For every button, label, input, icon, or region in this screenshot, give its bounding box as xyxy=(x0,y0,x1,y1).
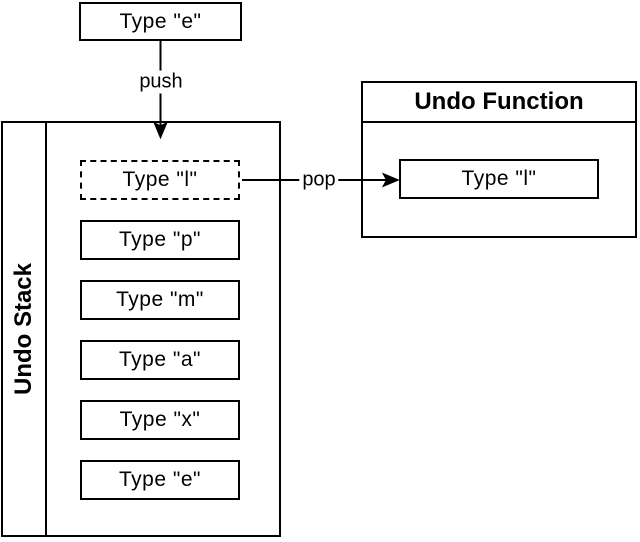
stack-item-label: Type "p" xyxy=(119,228,201,251)
undo-function-item: Type "l" xyxy=(399,159,599,199)
stack-item: Type "x" xyxy=(80,400,240,440)
stack-item-label: Type "a" xyxy=(119,348,201,371)
stack-item-label: Type "e" xyxy=(119,468,201,491)
undo-stack-title: Undo Stack xyxy=(10,262,37,396)
undo-stack-title-strip: Undo Stack xyxy=(3,123,47,535)
stack-item-label: Type "m" xyxy=(116,288,204,311)
stack-item: Type "a" xyxy=(80,340,240,380)
stack-item-top: Type "l" xyxy=(80,160,240,200)
undo-function-title: Undo Function xyxy=(363,83,635,123)
push-label: push xyxy=(136,70,186,94)
stack-item: Type "p" xyxy=(80,220,240,260)
undo-function-item-label: Type "l" xyxy=(461,167,537,190)
pop-label: pop xyxy=(299,168,339,192)
stack-item-label: Type "l" xyxy=(122,168,198,191)
pushed-char-label: Type "e" xyxy=(119,9,202,33)
stack-item: Type "m" xyxy=(80,280,240,320)
stack-item-label: Type "x" xyxy=(119,408,201,431)
pushed-char-box: Type "e" xyxy=(79,2,242,41)
stack-item: Type "e" xyxy=(80,460,240,500)
